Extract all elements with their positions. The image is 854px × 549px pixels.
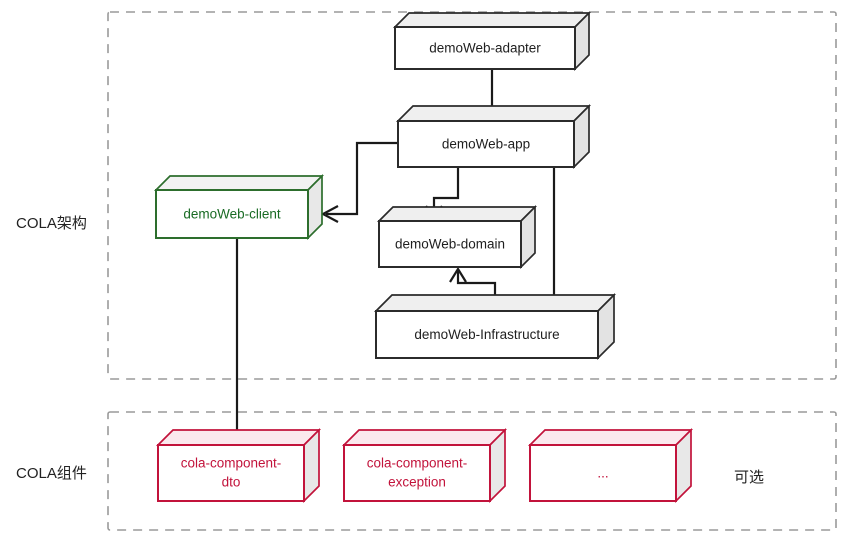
group-label-components: COLA组件: [16, 465, 87, 482]
box-front-face: [343, 444, 491, 502]
box-demoweb-adapter[interactable]: demoWeb-adapter: [392, 10, 592, 72]
box-label: demoWeb-app: [442, 137, 530, 152]
box-label-line2: exception: [388, 475, 446, 490]
box-top-face: [527, 429, 694, 446]
box-cola-component-dto[interactable]: cola-component-dto: [155, 427, 322, 504]
box-label: demoWeb-adapter: [429, 41, 541, 56]
dashed-regions-layer: [107, 11, 837, 531]
box-top-face: [341, 429, 508, 446]
box-label-line2: dto: [222, 475, 241, 490]
box-label-line1: cola-component-: [367, 456, 468, 471]
box-front-face: [529, 444, 677, 502]
box-label: ...: [597, 466, 608, 481]
connector-app-to-client: [326, 141, 398, 216]
box-top-face: [376, 206, 538, 222]
box-top-face: [155, 429, 322, 446]
boxes-layer: demoWeb-adapter demoWeb-app demoWeb-client…: [153, 10, 694, 504]
box-demoweb-client[interactable]: demoWeb-client: [153, 173, 325, 241]
group-label-architecture: COLA架构: [16, 215, 87, 232]
box-label: demoWeb-Infrastructure: [414, 327, 559, 342]
arrowhead-infrastructure-to-domain: [449, 266, 467, 283]
box-demoweb-app[interactable]: demoWeb-app: [395, 103, 592, 170]
region-components: [107, 411, 837, 531]
box-label: demoWeb-domain: [395, 237, 505, 252]
optional-note: 可选: [734, 469, 764, 486]
box-label-line1: cola-component-: [181, 456, 282, 471]
box-top-face: [395, 105, 592, 122]
box-front-face: [378, 220, 522, 268]
box-front-face: [397, 120, 575, 168]
region-architecture: [107, 11, 837, 380]
box-top-face: [373, 294, 617, 312]
arrowhead-app-to-client: [320, 205, 339, 223]
box-label: demoWeb-client: [183, 207, 281, 222]
box-cola-component-more[interactable]: ...: [527, 427, 694, 504]
box-top-face: [153, 175, 325, 191]
box-demoweb-domain[interactable]: demoWeb-domain: [376, 204, 538, 270]
box-front-face: [394, 26, 576, 70]
box-top-face: [392, 12, 592, 28]
box-front-face: [157, 444, 305, 502]
box-front-face: [155, 189, 309, 239]
box-cola-component-exception[interactable]: cola-component-exception: [341, 427, 508, 504]
box-demoweb-infrastructure[interactable]: demoWeb-Infrastructure: [373, 292, 617, 361]
group-labels-layer: COLA架构 COLA组件 可选: [16, 215, 764, 486]
box-front-face: [375, 310, 599, 359]
